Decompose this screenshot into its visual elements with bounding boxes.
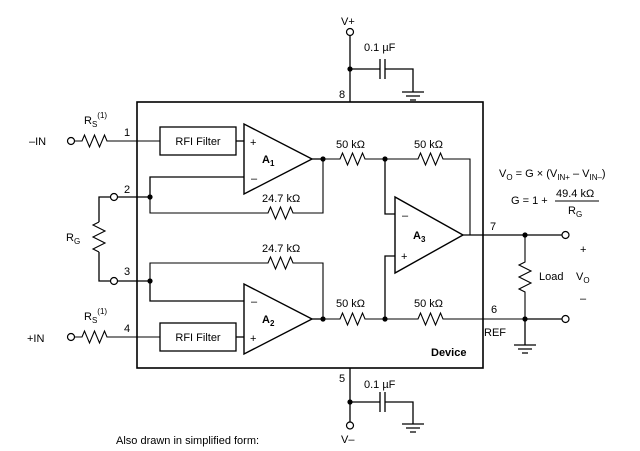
rfi-filter-bottom: [159, 322, 237, 352]
r-bot-left-resistor: [323, 311, 385, 327]
a2-plus-sign: +: [250, 333, 256, 345]
pin-2-label: 2: [124, 184, 130, 196]
ref-label: REF: [484, 327, 506, 339]
rg-top-lead: [98, 196, 111, 222]
device-label: Device: [431, 347, 466, 359]
amp-a1-label: A1: [262, 154, 275, 168]
a3-minus-sign: –: [402, 210, 409, 222]
r-bot-right-resistor: [385, 311, 525, 327]
cap-bottom-label: 0.1 µF: [364, 379, 396, 391]
pin-3-label: 3: [124, 266, 130, 278]
pin-2-terminal: [109, 192, 119, 202]
rfb2-resistor: [149, 255, 324, 319]
vo-plus-sign: +: [580, 244, 586, 256]
amp-a3-triangle: [394, 195, 465, 275]
pos-input-path: +IN RS(1) 4: [27, 307, 160, 345]
r-top-right-label: 50 kΩ: [414, 139, 443, 151]
pin-5-label: 5: [339, 373, 345, 385]
caption: Also drawn in simplified form:: [116, 435, 259, 447]
rs-top-resistor: [74, 133, 160, 149]
v-minus-label: V–: [341, 434, 355, 446]
rfb1-resistor: [149, 159, 324, 221]
cap-bottom-plates: [379, 392, 386, 412]
pin-1-label: 1: [124, 127, 130, 139]
a2-inv-wire: [117, 280, 244, 302]
amp-a1-triangle: [243, 122, 314, 196]
ground-bottom-icon: [402, 423, 424, 433]
amp-a2-label: A2: [262, 314, 275, 328]
rs-top-label: RS(1): [84, 111, 107, 129]
a3-noninv-wire: [384, 255, 395, 319]
pos-input-label: +IN: [27, 333, 44, 345]
amp-a2-triangle: [243, 282, 314, 356]
rfi-filter-top-label: RFI Filter: [175, 136, 221, 148]
rfb2-label: 24.7 kΩ: [262, 243, 300, 255]
ground-top-icon: [402, 91, 424, 101]
a1-minus-sign: –: [251, 173, 258, 185]
vo-label: VO: [576, 271, 590, 285]
vo-minus-sign: –: [580, 293, 587, 305]
v-minus-supply: 5 0.1 µF V–: [339, 368, 424, 446]
rg-bottom-lead: [98, 252, 111, 282]
gain-equation-numerator: 49.4 kΩ: [556, 188, 594, 200]
v-plus-label: V+: [341, 16, 355, 28]
pin-6-label: 6: [491, 304, 497, 316]
r-top-right-resistor: [385, 151, 471, 235]
v-minus-terminal: [345, 421, 355, 430]
load-label: Load: [539, 271, 563, 283]
difference-stage: 50 kΩ 50 kΩ 50 kΩ 50 kΩ: [312, 139, 525, 327]
gain-equation-prefix: G = 1 +: [511, 195, 548, 207]
neg-input-path: –IN RS(1) 1: [29, 111, 160, 149]
pin-3-terminal: [109, 276, 119, 286]
rfi-filter-bottom-label: RFI Filter: [175, 332, 221, 344]
pos-input-terminal: [66, 332, 76, 342]
a3-inv-wire: [384, 159, 395, 215]
r-top-left-resistor: [323, 151, 385, 167]
v-plus-supply: V+ 8 0.1 µF: [339, 16, 424, 102]
pin-7-label: 7: [490, 221, 496, 233]
output-network: 7 Load + VO – 6 REF: [463, 221, 590, 354]
rfb1-label: 24.7 kΩ: [262, 193, 300, 205]
v-plus-terminal: [345, 27, 355, 37]
vo-equation: VO = G × (VIN+ – VIN–): [499, 168, 606, 182]
pin-4-label: 4: [124, 323, 130, 335]
rs-bottom-resistor: [74, 329, 160, 345]
vo-plus-terminal: [561, 230, 570, 240]
cap-top-label: 0.1 µF: [364, 42, 396, 54]
a1-plus-sign: +: [250, 137, 256, 149]
neg-input-label: –IN: [29, 136, 46, 148]
a1-inv-wire: [117, 176, 244, 198]
r-bot-left-label: 50 kΩ: [336, 298, 365, 310]
rg-label: RG: [66, 232, 80, 246]
gain-network: 2 3 RG 24.7 kΩ 24.7 kΩ: [66, 159, 324, 319]
neg-input-terminal: [66, 136, 76, 146]
a2-minus-sign: –: [251, 296, 258, 308]
cap-top-wires: [350, 68, 414, 92]
r-top-left-label: 50 kΩ: [336, 139, 365, 151]
rs-bottom-label: RS(1): [84, 307, 107, 325]
cap-bottom-wires: [350, 401, 414, 424]
ground-ref-icon: [514, 319, 536, 354]
a3-plus-sign: +: [401, 251, 407, 263]
rg-resistor: [91, 221, 107, 253]
load-resistor: [517, 235, 533, 319]
amp-a3-label: A3: [413, 230, 426, 244]
gain-equation-denominator: RG: [568, 205, 582, 219]
r-bot-right-label: 50 kΩ: [414, 298, 443, 310]
cap-top-plates: [379, 59, 386, 79]
pin-8-label: 8: [339, 89, 345, 101]
vo-minus-terminal: [561, 314, 570, 324]
